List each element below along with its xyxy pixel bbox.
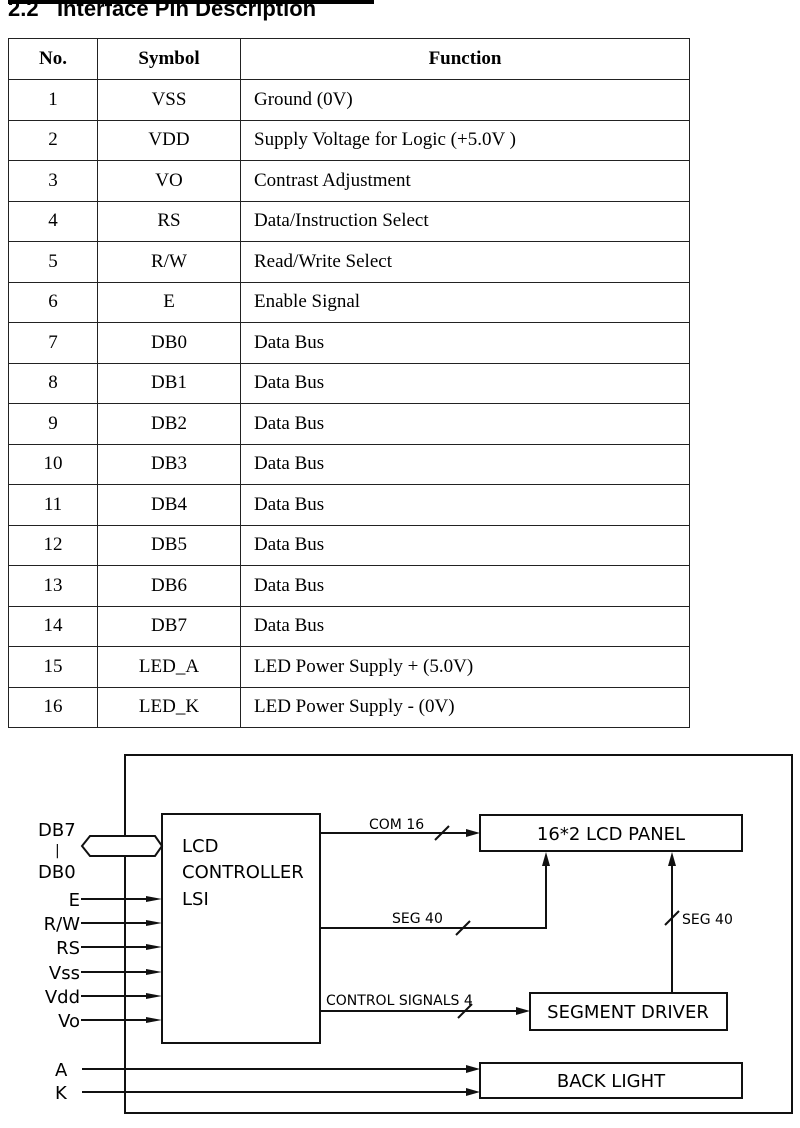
data-bus-arrow xyxy=(80,835,164,857)
pin-function: Ground (0V) xyxy=(240,79,690,121)
pin-number: 2 xyxy=(8,119,98,161)
pin-function: LED Power Supply - (0V) xyxy=(240,686,690,728)
seg-arrowhead xyxy=(542,852,550,866)
backlight-box xyxy=(479,1062,743,1099)
input-label: Vdd xyxy=(45,987,80,1008)
pin-function: Enable Signal xyxy=(240,281,690,323)
section-rule xyxy=(8,0,374,4)
input-k-label: K xyxy=(55,1083,68,1104)
pin-number: 7 xyxy=(8,322,98,364)
a-arrowhead xyxy=(466,1065,480,1073)
pin-number: 12 xyxy=(8,524,98,566)
pin-number: 6 xyxy=(8,281,98,323)
input-label: Vss xyxy=(49,963,80,984)
seg-label-2: SEG 40 xyxy=(682,912,733,928)
input-label: E xyxy=(69,890,80,911)
pin-number: 1 xyxy=(8,79,98,121)
pin-symbol: DB5 xyxy=(97,524,241,566)
input-arrowhead xyxy=(146,969,162,975)
segment-driver-label: SEGMENT DRIVER xyxy=(547,1002,709,1023)
input-label: R/W xyxy=(44,914,81,935)
pin-symbol: E xyxy=(97,281,241,323)
module-outline xyxy=(124,754,793,1114)
input-arrowhead xyxy=(146,1017,162,1023)
pin-symbol: LED_A xyxy=(97,646,241,688)
pin-function: Data/Instruction Select xyxy=(240,200,690,242)
pin-function: Data Bus xyxy=(240,322,690,364)
bus-top-label: DB7 xyxy=(38,820,76,841)
header-function: Function xyxy=(240,38,690,80)
input-label: Vo xyxy=(58,1011,80,1032)
controller-line-1: LCD xyxy=(182,836,218,857)
pin-number: 16 xyxy=(8,686,98,728)
input-a-label: A xyxy=(55,1060,68,1081)
backlight-label: BACK LIGHT xyxy=(557,1071,666,1092)
input-arrowhead xyxy=(146,993,162,999)
pin-symbol: VO xyxy=(97,160,241,202)
pin-number: 4 xyxy=(8,200,98,242)
pin-function: Data Bus xyxy=(240,524,690,566)
controller-line-3: LSI xyxy=(182,889,209,910)
pin-function: LED Power Supply + (5.0V) xyxy=(240,646,690,688)
input-label: RS xyxy=(56,938,80,959)
pin-symbol: DB7 xyxy=(97,605,241,647)
panel-label: 16*2 LCD PANEL xyxy=(537,824,685,845)
k-arrowhead xyxy=(466,1088,480,1096)
control-label: CONTROL SIGNALS 4 xyxy=(326,993,473,1009)
pin-symbol: RS xyxy=(97,200,241,242)
pin-number: 9 xyxy=(8,403,98,445)
header-no: No. xyxy=(8,38,98,80)
bus-bottom-label: DB0 xyxy=(38,862,76,883)
com-arrowhead xyxy=(466,829,480,837)
controller-line-2: CONTROLLER xyxy=(182,862,304,883)
input-arrowhead xyxy=(146,920,162,926)
pin-function: Supply Voltage for Logic (+5.0V ) xyxy=(240,119,690,161)
pin-function: Contrast Adjustment xyxy=(240,160,690,202)
pin-number: 5 xyxy=(8,241,98,283)
input-arrowhead xyxy=(146,896,162,902)
input-arrowhead xyxy=(146,944,162,950)
com-label: COM 16 xyxy=(369,817,424,833)
pin-symbol: DB3 xyxy=(97,443,241,485)
seg2-arrowhead xyxy=(668,852,676,866)
pin-number: 14 xyxy=(8,605,98,647)
pin-symbol: R/W xyxy=(97,241,241,283)
pin-symbol: LED_K xyxy=(97,686,241,728)
pin-function: Data Bus xyxy=(240,605,690,647)
pin-symbol: DB6 xyxy=(97,565,241,607)
seg-label: SEG 40 xyxy=(392,911,443,927)
pin-function: Data Bus xyxy=(240,362,690,404)
control-arrowhead xyxy=(516,1007,530,1015)
bus-sep: | xyxy=(55,843,60,859)
segment-driver-box xyxy=(529,992,728,1031)
section-heading: 2.2 Interface Pin Description xyxy=(8,0,317,21)
pin-symbol: DB4 xyxy=(97,484,241,526)
